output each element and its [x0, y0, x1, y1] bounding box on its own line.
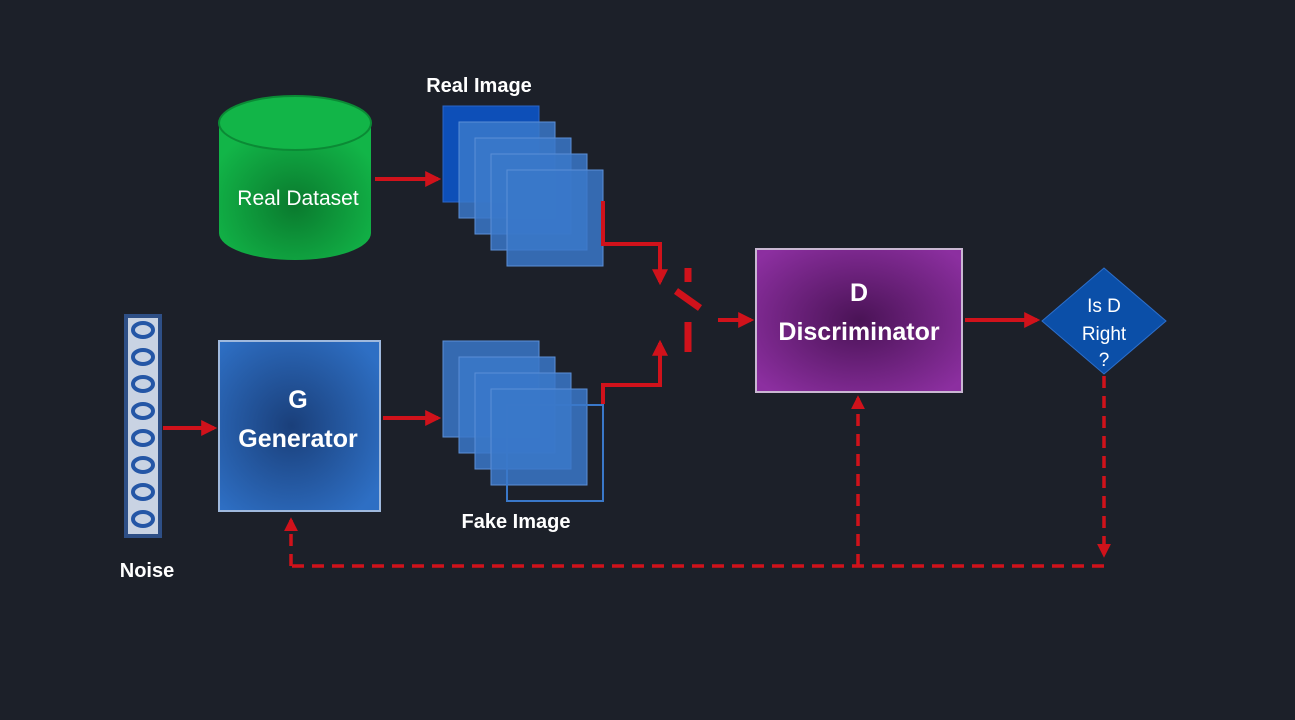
feedback-arrows [284, 376, 1111, 568]
discriminator-name: Discriminator [778, 318, 939, 346]
decision-diamond: Is D Right ? [1041, 267, 1167, 375]
noise-label: Noise [120, 560, 174, 582]
solid-arrows [163, 171, 1041, 436]
generator-box: G Generator [218, 340, 381, 512]
arrow-real-image-to-switch [601, 201, 668, 286]
decision-line-2: Right [1082, 324, 1127, 345]
noise-vector [124, 314, 162, 538]
fake-image-stack [442, 340, 604, 502]
discriminator-box: D Discriminator [755, 248, 963, 393]
arrow-fake-image-to-switch [601, 339, 668, 404]
real-image-label: Real Image [426, 75, 532, 97]
decision-line-3: ? [1099, 350, 1110, 371]
real-image-stack [442, 105, 604, 267]
decision-line-1: Is D [1087, 296, 1121, 317]
real-dataset-cylinder: Real Dataset [218, 95, 372, 260]
generator-letter: G [288, 386, 307, 414]
fake-image-label: Fake Image [462, 511, 571, 533]
real-dataset-label: Real Dataset [237, 187, 359, 210]
generator-name: Generator [238, 425, 358, 453]
discriminator-letter: D [850, 279, 868, 307]
switch-symbol [673, 268, 703, 352]
